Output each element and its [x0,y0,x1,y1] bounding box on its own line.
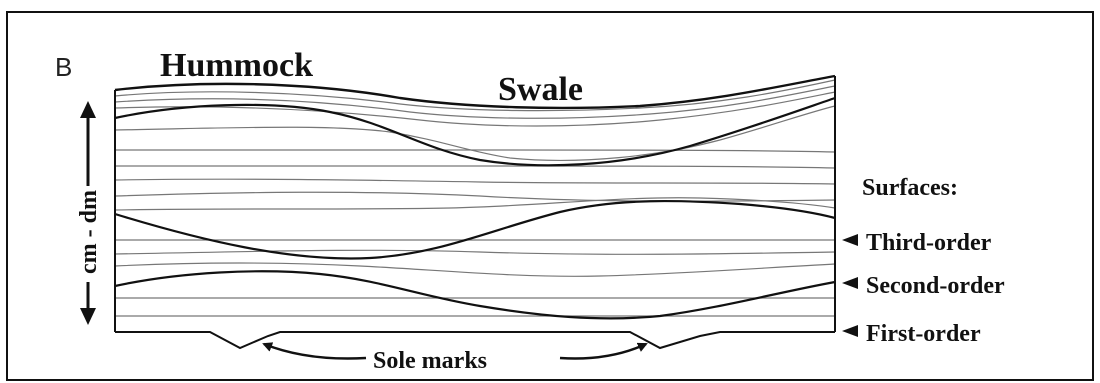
laminae [115,80,835,316]
first-order-surface-line [115,332,835,348]
third-order-pointer [842,234,858,246]
second-order-pointer [842,277,858,289]
bounding-surfaces [115,76,835,318]
thickness-label: cm - dm [76,190,102,274]
third-order-label: Third-order [866,230,992,256]
surface-pointers [842,234,858,337]
surfaces-heading: Surfaces: [862,175,958,201]
sediment-block [115,76,835,348]
swale-label: Swale [498,71,583,108]
first-order-pointer [842,325,858,337]
panel-letter: B [55,52,72,82]
sole-marks-label: Sole marks [373,348,487,374]
first-order-label: First-order [866,321,981,347]
second-order-label: Second-order [866,273,1005,299]
hummock-label: Hummock [160,47,313,84]
